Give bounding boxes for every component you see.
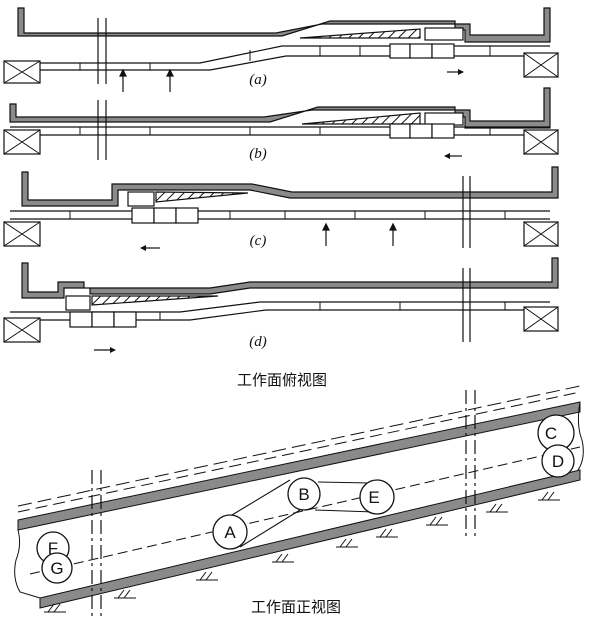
move-right-arrow (94, 347, 116, 353)
conveyor-line-top (10, 45, 550, 64)
up-arrows (322, 222, 397, 246)
gob-boundary (9, 87, 551, 129)
hatched-zone (301, 112, 421, 125)
node-label-g: G (50, 559, 63, 578)
shearer-units (131, 207, 199, 224)
panel-label-b: (b) (249, 146, 267, 162)
floor-band (39, 469, 581, 609)
front-view: A B C D E F G (14, 385, 584, 620)
shearer-units (389, 43, 455, 59)
panel-a: (a) (3, 7, 559, 92)
move-left-arrow (444, 153, 462, 159)
node-a: A (212, 514, 248, 550)
hatched-zone (155, 191, 249, 203)
roadway-segment (65, 295, 91, 311)
roadway-segment (424, 27, 464, 41)
gob-boundary (21, 166, 559, 207)
section-ticks (79, 46, 491, 70)
roadway-segment (127, 191, 155, 207)
node-label-e: E (368, 488, 379, 507)
roof-band (17, 401, 581, 531)
dashed-line-2 (17, 385, 581, 507)
break-lines (462, 176, 471, 248)
node-label-b: B (298, 485, 309, 504)
panel-label-a: (a) (249, 72, 267, 88)
front-view-caption: 工作面正视图 (251, 598, 341, 616)
roadway-segment (424, 112, 464, 126)
right-wavy-edge (577, 401, 584, 471)
break-lines (462, 268, 471, 342)
shearer-units (389, 123, 455, 139)
dashed-line-1 (17, 391, 581, 513)
panel-b: (b) (3, 87, 559, 162)
move-right-arrow (447, 69, 464, 75)
gob-boundary (17, 7, 551, 43)
belt-loop (231, 479, 376, 548)
shearer-units (69, 311, 137, 328)
break-lines (97, 18, 107, 84)
node-c: C (537, 414, 575, 452)
panel-label-c: (c) (250, 233, 267, 249)
center-line (29, 446, 581, 575)
gob-boundary (21, 257, 559, 299)
panel-c: (c) (3, 166, 559, 251)
panel-d: (d) (3, 257, 559, 353)
node-e: E (359, 479, 395, 515)
section-ticks (69, 211, 506, 219)
up-arrows (119, 68, 174, 92)
move-left-arrow (140, 245, 160, 251)
node-g: G (41, 552, 73, 584)
section-ticks (159, 302, 506, 320)
node-label-c: C (545, 424, 557, 443)
hatched-zone (91, 295, 219, 306)
section-ticks (79, 127, 491, 135)
top-view-caption: 工作面俯视图 (237, 371, 327, 389)
ground-marks (44, 491, 560, 613)
break-lines (91, 390, 476, 620)
panel-label-d: (d) (249, 334, 267, 350)
break-lines (97, 100, 107, 160)
left-wavy-edge (14, 529, 41, 599)
node-label-f: F (48, 539, 58, 558)
hatched-zone (299, 28, 421, 39)
node-label-a: A (224, 523, 236, 542)
node-label-d: D (552, 452, 564, 471)
node-b: B (287, 477, 321, 511)
node-d: D (541, 444, 575, 478)
